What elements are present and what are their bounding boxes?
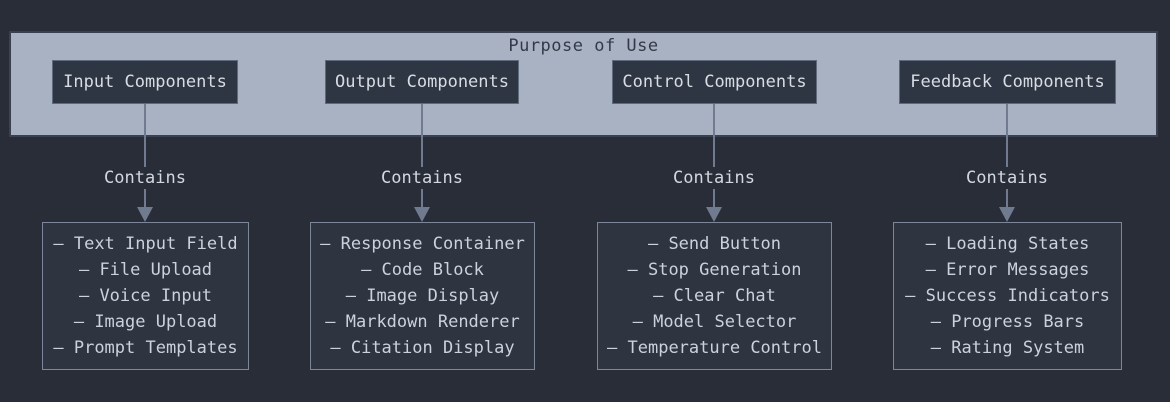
edge-line (1006, 104, 1008, 208)
edge-label-contains: Contains (97, 167, 193, 189)
node-control-components-list: – Send Button – Stop Generation – Clear … (597, 222, 832, 370)
edge-line (144, 104, 146, 208)
node-output-components: Output Components (325, 60, 519, 104)
node-feedback-components: Feedback Components (899, 60, 1116, 104)
list-item: – Temperature Control (607, 338, 822, 358)
list-item: – Voice Input (78, 286, 213, 306)
list-item: – Image Display (345, 286, 500, 306)
list-item: – File Upload (78, 260, 213, 280)
list-item: – Citation Display (330, 338, 515, 358)
list-item: – Stop Generation (627, 260, 802, 280)
list-item: – Loading States (925, 234, 1090, 254)
node-feedback-components-list: – Loading States – Error Messages – Succ… (893, 222, 1122, 370)
list-item: – Markdown Renderer (325, 312, 520, 332)
list-item: – Image Upload (73, 312, 218, 332)
edge-line (713, 104, 715, 208)
arrowhead-icon (706, 207, 722, 222)
edge-label-contains: Contains (666, 167, 762, 189)
node-output-components-list: – Response Container – Code Block – Imag… (310, 222, 535, 370)
node-input-components: Input Components (52, 60, 238, 104)
list-item: – Send Button (647, 234, 782, 254)
list-item: – Error Messages (925, 260, 1090, 280)
arrowhead-icon (999, 207, 1015, 222)
list-item: – Success Indicators (905, 286, 1110, 306)
list-item: – Model Selector (632, 312, 797, 332)
list-item: – Response Container (320, 234, 525, 254)
list-item: – Clear Chat (653, 286, 776, 306)
arrowhead-icon (137, 207, 153, 222)
list-item: – Progress Bars (930, 312, 1085, 332)
arrowhead-icon (414, 207, 430, 222)
node-control-components: Control Components (612, 60, 817, 104)
edge-label-contains: Contains (374, 167, 470, 189)
edge-label-contains: Contains (959, 167, 1055, 189)
cluster-title: Purpose of Use (508, 36, 659, 56)
list-item: – Rating System (930, 338, 1085, 358)
list-item: – Code Block (361, 260, 484, 280)
list-item: – Prompt Templates (53, 338, 238, 358)
edge-line (421, 104, 423, 208)
list-item: – Text Input Field (53, 234, 238, 254)
node-input-components-list: – Text Input Field – File Upload – Voice… (42, 222, 249, 370)
